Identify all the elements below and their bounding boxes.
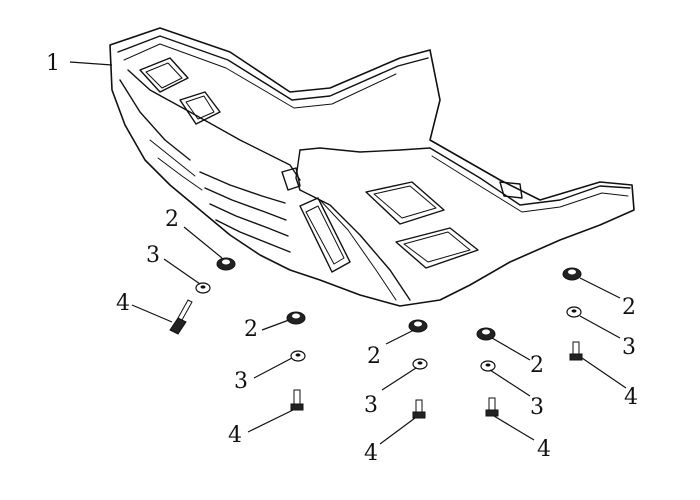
washer-a	[216, 257, 236, 271]
callout-bolt-e: 4	[624, 385, 638, 410]
callout-bolt-c: 4	[364, 441, 378, 466]
nut-d	[480, 360, 496, 372]
skid-plate	[109, 27, 635, 307]
bolt-b	[290, 389, 304, 411]
callout-washer-c: 2	[367, 344, 381, 369]
callout-nut-e: 3	[622, 335, 636, 360]
bolt-d	[485, 397, 499, 417]
nut-e	[566, 306, 582, 318]
callout-labels: 1 2 3 4 2 3 4 2 3 4 2 3 4 2 3 4	[46, 51, 638, 466]
washer-c	[408, 319, 428, 333]
nut-a	[195, 282, 211, 294]
callout-1: 1	[46, 51, 60, 76]
nut-c	[412, 358, 428, 370]
washer-d	[476, 327, 496, 341]
callout-nut-d: 3	[530, 395, 544, 420]
bolt-e	[569, 341, 583, 361]
bolt-c	[412, 399, 426, 419]
callout-nut-a: 3	[146, 243, 160, 268]
callout-nut-c: 3	[364, 393, 378, 418]
callout-bolt-a: 4	[116, 291, 130, 316]
callout-washer-b: 2	[244, 317, 258, 342]
callout-bolt-b: 4	[228, 423, 242, 448]
nut-b	[290, 350, 306, 362]
bolt-a	[169, 299, 193, 335]
callout-washer-d: 2	[530, 353, 544, 378]
washer-e	[562, 267, 582, 281]
callout-washer-a: 2	[165, 207, 179, 232]
callout-bolt-d: 4	[537, 437, 551, 462]
washer-b	[286, 311, 306, 325]
leader-lines	[69, 61, 627, 445]
callout-washer-e: 2	[622, 295, 636, 320]
callout-nut-b: 3	[234, 369, 248, 394]
